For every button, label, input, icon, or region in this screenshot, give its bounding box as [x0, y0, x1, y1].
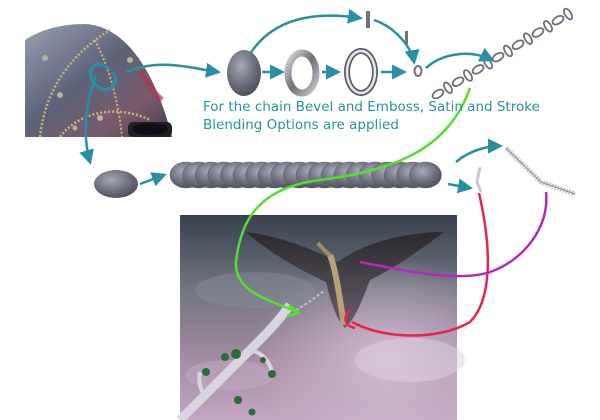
arrow-helmet-to-ellipse: [125, 62, 221, 78]
chain-link: [523, 32, 533, 45]
arrow-tophalf-to-link: [373, 18, 420, 65]
chain-link: [471, 64, 485, 75]
chain-link: [431, 88, 445, 100]
chain-link: [491, 51, 505, 63]
arrow-row-to-hook: [447, 178, 473, 194]
dragon: [246, 232, 444, 328]
chain-link: [543, 20, 553, 33]
red-arrow: [351, 192, 490, 337]
single-link: [413, 65, 423, 77]
chain-link: [511, 39, 525, 51]
link-half-top: [366, 11, 370, 28]
teal-arrows: [79, 8, 503, 194]
chain-link: [451, 76, 465, 87]
scene-chain: [295, 289, 326, 311]
caption-line-1: For the chain Bevel and Emboss, Satin an…: [203, 99, 540, 115]
green-arrow: [234, 87, 472, 314]
chain-link: [551, 14, 565, 26]
tree: [176, 302, 294, 420]
ring-outline-step: [284, 49, 320, 97]
arrow-ellipse-to-tophalf: [248, 8, 363, 55]
helmet-texture-image: [25, 22, 175, 138]
chain-link: [563, 7, 573, 21]
beveled-ring-step: [344, 48, 378, 96]
arrow-row-source-to-row: [139, 172, 167, 187]
arrow-helmet-to-row: [79, 75, 98, 165]
chain-link: [503, 44, 513, 58]
fantasy-scene-image: [176, 215, 465, 420]
arrow-hook-to-rod: [455, 138, 503, 163]
flat-ellipse-step: [227, 50, 261, 96]
arrow-link-to-chain: [425, 47, 495, 69]
chain: [431, 7, 573, 100]
chain-link: [443, 81, 453, 95]
magenta-arrow: [359, 191, 548, 278]
bent-rod: [504, 146, 576, 197]
caption-line-2: Blending Options are applied: [203, 117, 399, 133]
link-half-side: [405, 31, 408, 44]
ellipse-row: [169, 161, 442, 189]
selection-loop: [89, 63, 118, 91]
small-hook: [475, 166, 483, 193]
chain-link: [463, 69, 473, 82]
row-source-ellipse: [94, 170, 138, 198]
chain-link: [531, 27, 545, 38]
row-ellipse: [409, 161, 442, 189]
chain-caption: For the chain Bevel and Emboss, Satin an…: [203, 98, 598, 134]
